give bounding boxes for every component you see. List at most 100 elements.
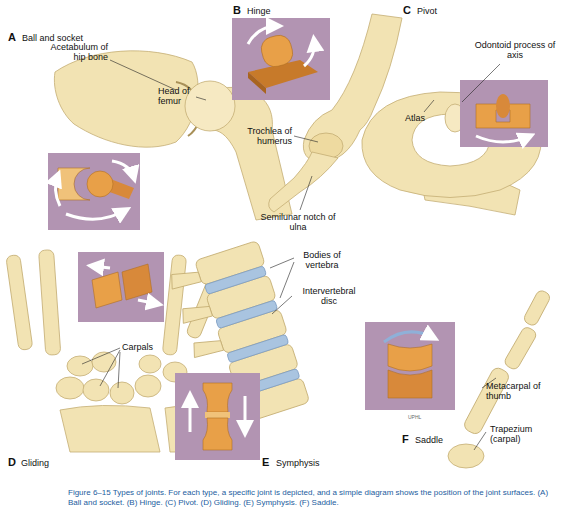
pivot-inset (460, 80, 548, 147)
part-label: Bodies of vertebra (296, 250, 348, 271)
hinge-inset-part (248, 26, 278, 44)
vertebral-column-part-part (216, 300, 278, 329)
saddle-inset (365, 322, 455, 410)
vertebral-column-part-part (179, 301, 212, 325)
part-label: Atlas (405, 113, 425, 123)
leader-lines (82, 60, 500, 450)
symphysis-inset-part (244, 396, 247, 432)
part-label: Semilunar notch of ulna (256, 212, 340, 233)
gliding-inset-part (92, 266, 110, 268)
wrist-bones-part (67, 356, 93, 376)
panel-letter: E (262, 456, 269, 469)
vertebral-column-part-part (190, 335, 223, 359)
hip-joint-part (54, 51, 198, 147)
hinge-inset-part (304, 40, 314, 66)
ball-socket-inset-part (87, 171, 113, 197)
ball-socket-inset-part (58, 168, 90, 200)
thumb-bones-part (503, 325, 538, 371)
part-label: Head of femur (158, 86, 198, 107)
leader-lines-part (110, 60, 176, 90)
wrist-bones-part (162, 255, 186, 356)
panel-letter: B (233, 4, 241, 17)
thumb-bones-part (522, 289, 551, 327)
leader-lines-part (474, 432, 486, 450)
thumb-bones-part (448, 444, 484, 468)
wrist-bones-part (56, 377, 84, 399)
ball-socket-inset (48, 153, 140, 230)
leader-lines-part (196, 97, 206, 100)
joint-type: Gliding (21, 458, 49, 468)
wrist-bones-part (6, 254, 33, 350)
vertebral-column-part-part (205, 266, 267, 295)
part-label: Trapezium (carpal) (490, 424, 550, 445)
leader-lines-part (272, 296, 292, 314)
joint-type: Hinge (247, 6, 271, 16)
part-label: Trochlea of humerus (240, 126, 292, 147)
gliding-inset-part (92, 272, 122, 308)
atlas-axis (362, 92, 541, 215)
symphysis-inset-part (175, 373, 260, 460)
wrist-bones-part (60, 405, 160, 452)
gliding-inset-part (138, 300, 158, 304)
hinge-inset-part (248, 72, 266, 94)
watermark: UPHL (408, 415, 421, 421)
vertebral-column-part-part (227, 334, 289, 363)
elbow-joint-part (269, 152, 338, 212)
panel-letter: C (403, 4, 411, 17)
leader-lines-part (300, 176, 312, 210)
wrist-bones-part (135, 375, 161, 397)
part-label: Carpals (122, 342, 153, 352)
pivot-inset-part (476, 136, 530, 142)
hinge-inset-part (232, 18, 330, 100)
leader-lines-part (100, 350, 120, 386)
panel-letter: A (8, 31, 16, 44)
wrist-bones-part (110, 382, 134, 404)
symphysis-inset-part (205, 412, 230, 418)
ball-socket-inset-part (66, 210, 126, 219)
joint-type: Pivot (417, 6, 437, 16)
hinge-inset (232, 18, 330, 100)
leader-lines-part (82, 348, 120, 364)
saddle-inset-part (388, 370, 432, 398)
saddle-inset-part (388, 344, 432, 371)
figure-caption: Figure 6–15 Types of joints. For each ty… (68, 488, 562, 509)
hip-joint-part (185, 81, 235, 131)
saddle-inset-part (384, 332, 434, 342)
vertebral-column-part-part (168, 267, 201, 291)
symphysis-inset-part (189, 396, 192, 432)
wrist-bones-part (83, 379, 109, 401)
thumb-bones (448, 289, 552, 468)
leader-lines-part (280, 262, 294, 298)
ball-socket-inset-part (112, 161, 134, 178)
wrist-bones-part (139, 355, 161, 373)
part-label: Metacarpal of thumb (486, 381, 548, 402)
leader-lines-part (294, 136, 318, 142)
pivot-inset-part (460, 80, 548, 147)
panel-letter: D (8, 456, 16, 469)
symphysis-inset (175, 373, 260, 460)
leader-lines-part (424, 100, 434, 112)
gliding-inset (78, 252, 164, 322)
joint-type: Ball and socket (22, 33, 83, 43)
leader-lines-part (462, 64, 500, 102)
joint-type: Symphysis (276, 458, 320, 468)
saddle-inset-part (365, 322, 455, 410)
part-label: Intervertebral disc (294, 286, 364, 307)
wrist-bones-part (39, 250, 61, 356)
leader-lines-part (118, 352, 120, 388)
part-label: Acetabulum of hip bone (40, 42, 108, 63)
hinge-inset-part (259, 33, 296, 70)
part-label: Odontoid process of axis (470, 40, 560, 61)
symphysis-inset-part (203, 383, 232, 412)
symphysis-inset-part (203, 418, 232, 450)
leader-lines-part (270, 258, 294, 268)
gliding-inset-part (78, 252, 164, 322)
joint-type: Saddle (415, 435, 443, 445)
pivot-inset-part (496, 94, 510, 118)
panel-letter: F (402, 433, 409, 446)
ball-socket-inset-part (48, 153, 140, 230)
ball-socket-inset-part (55, 175, 60, 206)
gliding-inset-part (122, 264, 152, 300)
